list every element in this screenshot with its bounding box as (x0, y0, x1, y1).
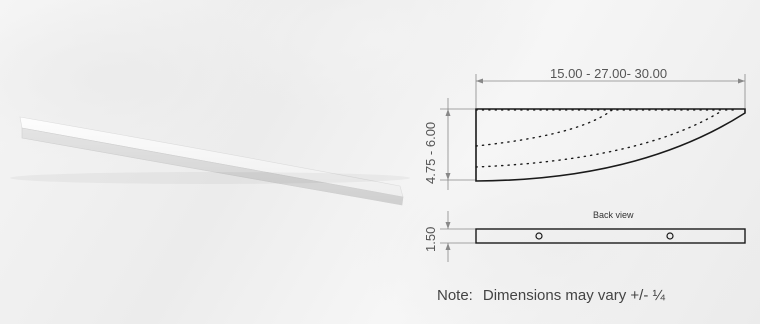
dimension-note: Note: Dimensions may vary +/- ¼ (437, 288, 665, 303)
top-view-outline (475, 108, 746, 182)
length-label: 15.00 - 27.00- 30.00 (550, 66, 668, 81)
thickness-arrow-top (445, 222, 451, 229)
mounting-hole-right (666, 232, 674, 240)
height-arrow-top (445, 109, 451, 116)
alt-curve-small (475, 109, 613, 147)
alt-curve-large (475, 111, 721, 168)
note-text: Dimensions may vary +/- ¼ (482, 287, 665, 304)
back-view (440, 211, 746, 262)
thickness-label: 1.50 (423, 226, 438, 252)
mounting-hole-left (535, 232, 543, 240)
product-render (10, 116, 410, 206)
product-front-face (21, 127, 404, 206)
back-view-label: Back view (593, 210, 634, 220)
note-prefix: Note: (437, 287, 473, 304)
length-arrow-right (738, 78, 745, 84)
length-arrow-left (476, 78, 483, 84)
height-arrow-bottom (445, 173, 451, 180)
back-view-outline (475, 228, 746, 244)
product-top-face (19, 116, 404, 198)
top-view (440, 74, 746, 190)
thickness-arrow-bottom (445, 243, 451, 250)
height-label: 4.75 - 6.00 (423, 121, 438, 184)
product-shadow (10, 172, 410, 184)
